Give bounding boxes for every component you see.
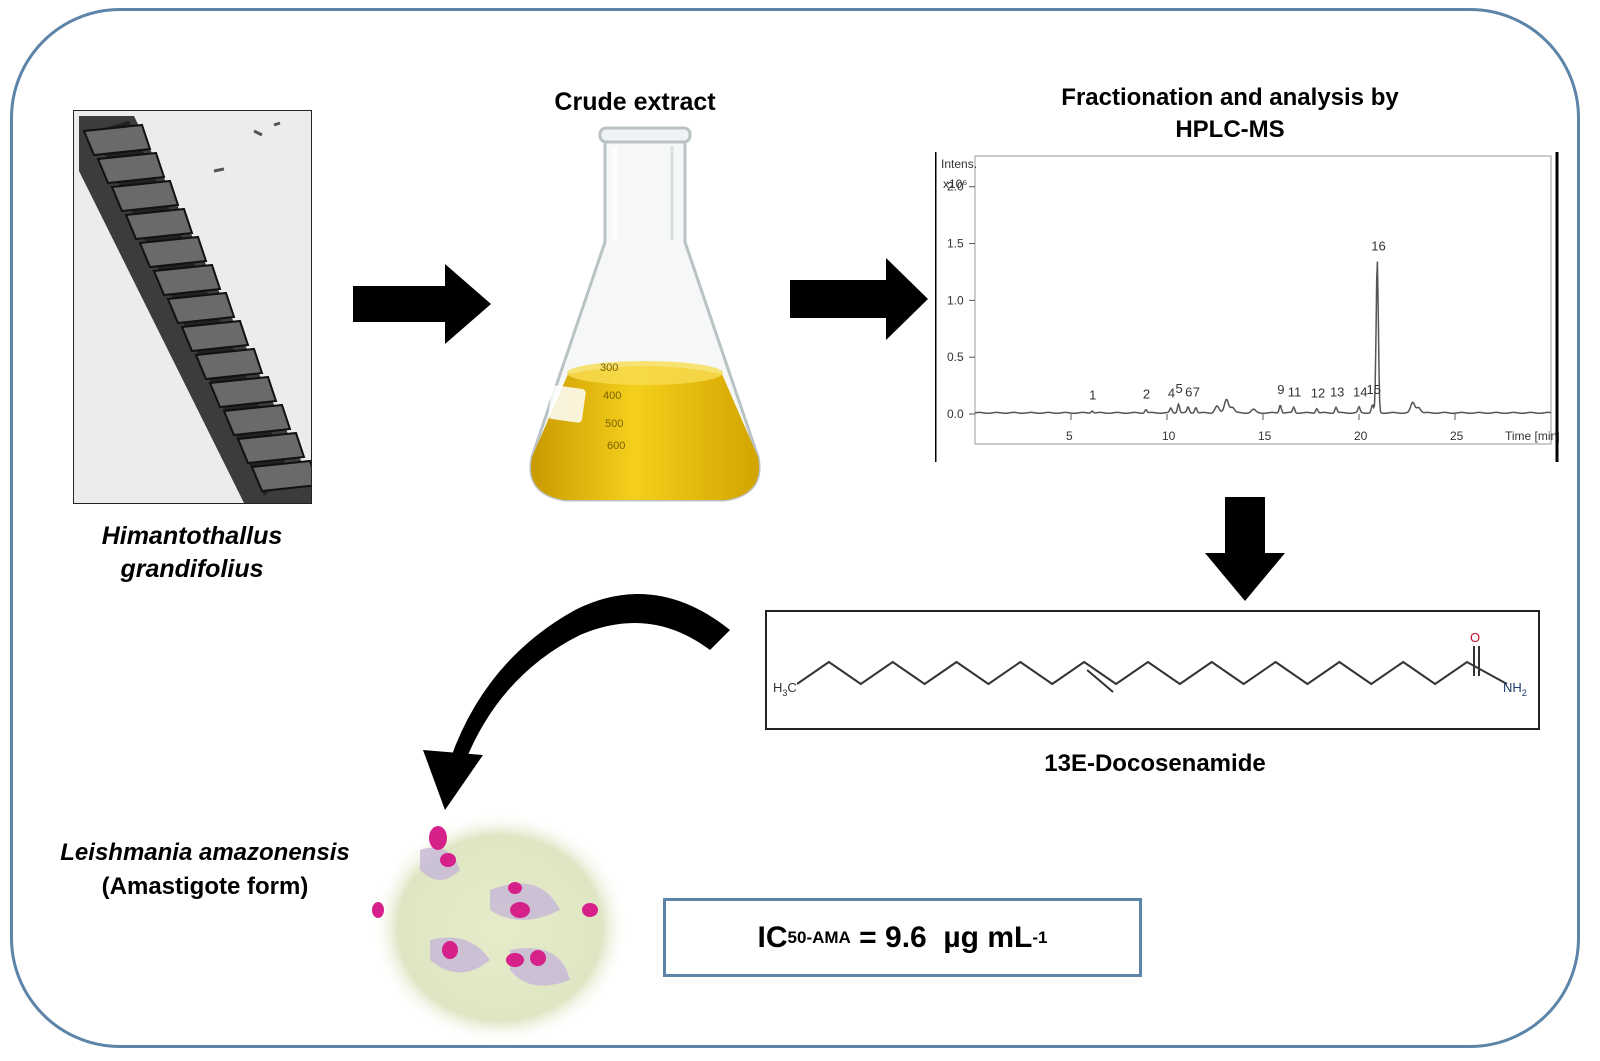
stained-cell bbox=[506, 953, 524, 967]
x-tick-label: 5 bbox=[1066, 429, 1073, 443]
docosenamide-structure: H3C O NH2 bbox=[773, 630, 1527, 698]
y-tick-label: 1.5 bbox=[947, 237, 964, 251]
y-axis-exponent: x10⁶ bbox=[943, 177, 967, 191]
stained-cell bbox=[442, 941, 458, 959]
seaweed-illustration bbox=[74, 111, 311, 503]
chromatogram-trace bbox=[974, 261, 1552, 415]
y-tick-label: 0.5 bbox=[947, 350, 964, 364]
curved-arrow bbox=[423, 594, 730, 810]
stained-cell bbox=[508, 882, 522, 894]
arrow-down bbox=[1205, 497, 1285, 601]
organism-label: Himantothallus grandifolius bbox=[60, 520, 324, 586]
y-tick-label: 1.0 bbox=[947, 293, 964, 307]
organism-species: grandifolius bbox=[120, 555, 264, 583]
peak-label-1: 1 bbox=[1089, 388, 1096, 403]
peak-label-15: 15 bbox=[1366, 382, 1380, 397]
graduation-600: 600 bbox=[607, 440, 626, 452]
peak-label-5: 5 bbox=[1176, 381, 1183, 396]
ic50-prefix: IC bbox=[757, 920, 788, 954]
peak-label-9: 9 bbox=[1277, 382, 1284, 397]
x-tick-label: 25 bbox=[1450, 429, 1464, 443]
parasite-label: Leishmania amazonensis (Amastigote form) bbox=[30, 836, 380, 904]
graduation-300: 300 bbox=[600, 362, 619, 374]
figure-frame bbox=[10, 8, 1580, 1048]
arrow-right-1 bbox=[353, 264, 491, 344]
parasite-form: (Amastigote form) bbox=[101, 873, 309, 900]
peak-label-14: 14 bbox=[1353, 384, 1367, 399]
flask-illustration bbox=[529, 126, 761, 502]
peak-label-6: 6 bbox=[1185, 384, 1192, 399]
peak-label-2: 2 bbox=[1143, 387, 1150, 402]
amine-group: NH2 bbox=[1503, 680, 1527, 698]
structure-box: H3C O NH2 bbox=[765, 610, 1540, 730]
stained-cell bbox=[582, 903, 598, 917]
stained-cell bbox=[530, 950, 546, 966]
peak-label-11: 11 bbox=[1288, 384, 1302, 399]
peak-label-16: 16 bbox=[1371, 239, 1385, 254]
peak-label-7: 7 bbox=[1193, 384, 1200, 399]
stained-cell bbox=[510, 902, 530, 918]
y-axis-label: Intens. bbox=[941, 157, 977, 171]
chromatogram-title-line1: Fractionation and analysis by bbox=[1061, 84, 1399, 111]
ic50-subscript: 50-AMA bbox=[787, 927, 851, 947]
methyl-group: H3C bbox=[773, 680, 797, 698]
x-tick-label: 10 bbox=[1162, 429, 1176, 443]
y-tick-label: 2.0 bbox=[947, 180, 964, 194]
x-tick-label: 20 bbox=[1354, 429, 1368, 443]
compound-name: 13E-Docosenamide bbox=[1044, 750, 1266, 777]
parasite-species: Leishmania amazonensis bbox=[60, 839, 350, 866]
oxygen-atom: O bbox=[1470, 630, 1480, 645]
chromatogram-title-line2: HPLC-MS bbox=[1175, 116, 1285, 143]
x-tick-label: 15 bbox=[1258, 429, 1272, 443]
stained-cell bbox=[429, 826, 447, 850]
arrow-right-2 bbox=[790, 258, 928, 340]
amastigote-micrograph bbox=[372, 812, 628, 1044]
x-axis-label: Time [min] bbox=[1505, 429, 1559, 443]
stained-cell bbox=[440, 853, 456, 867]
peak-label-12: 12 bbox=[1311, 385, 1325, 400]
flask-title: Crude extract bbox=[554, 88, 716, 116]
organism-genus: Himantothallus bbox=[101, 522, 283, 550]
stained-cell bbox=[372, 902, 384, 918]
peak-label-4: 4 bbox=[1168, 385, 1175, 400]
seaweed-photo bbox=[73, 110, 312, 504]
chromatogram-title: Fractionation and analysis by HPLC-MS bbox=[1030, 82, 1430, 146]
graduation-500: 500 bbox=[605, 418, 624, 430]
graduation-400: 400 bbox=[603, 390, 622, 402]
peak-label-13: 13 bbox=[1330, 384, 1344, 399]
ic50-value: = 9.6 µg mL bbox=[850, 920, 1033, 954]
ic50-exponent: -1 bbox=[1032, 927, 1048, 947]
y-tick-label: 0.0 bbox=[947, 407, 964, 421]
